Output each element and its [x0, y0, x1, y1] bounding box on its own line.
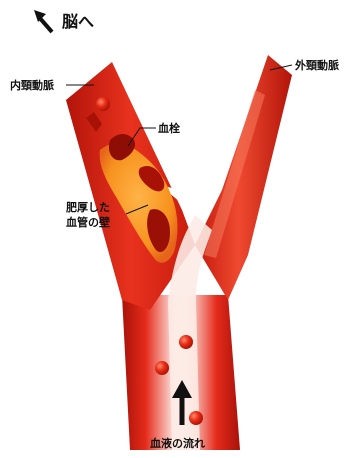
external-carotid-branch: [195, 55, 292, 300]
label-thickened-wall: 肥厚した 血管の壁: [66, 200, 110, 230]
label-to-brain: 脳へ: [62, 12, 94, 32]
label-thickened-wall-line2: 血管の壁: [66, 215, 110, 230]
label-thickened-wall-line1: 肥厚した: [66, 200, 110, 215]
label-external-carotid: 外頸動脈: [295, 58, 339, 73]
label-internal-carotid: 内頸動脈: [10, 78, 54, 93]
label-blood-flow: 血液の流れ: [150, 436, 205, 451]
arrow-up-left-icon: [34, 10, 52, 32]
label-thrombus: 血栓: [158, 121, 180, 136]
